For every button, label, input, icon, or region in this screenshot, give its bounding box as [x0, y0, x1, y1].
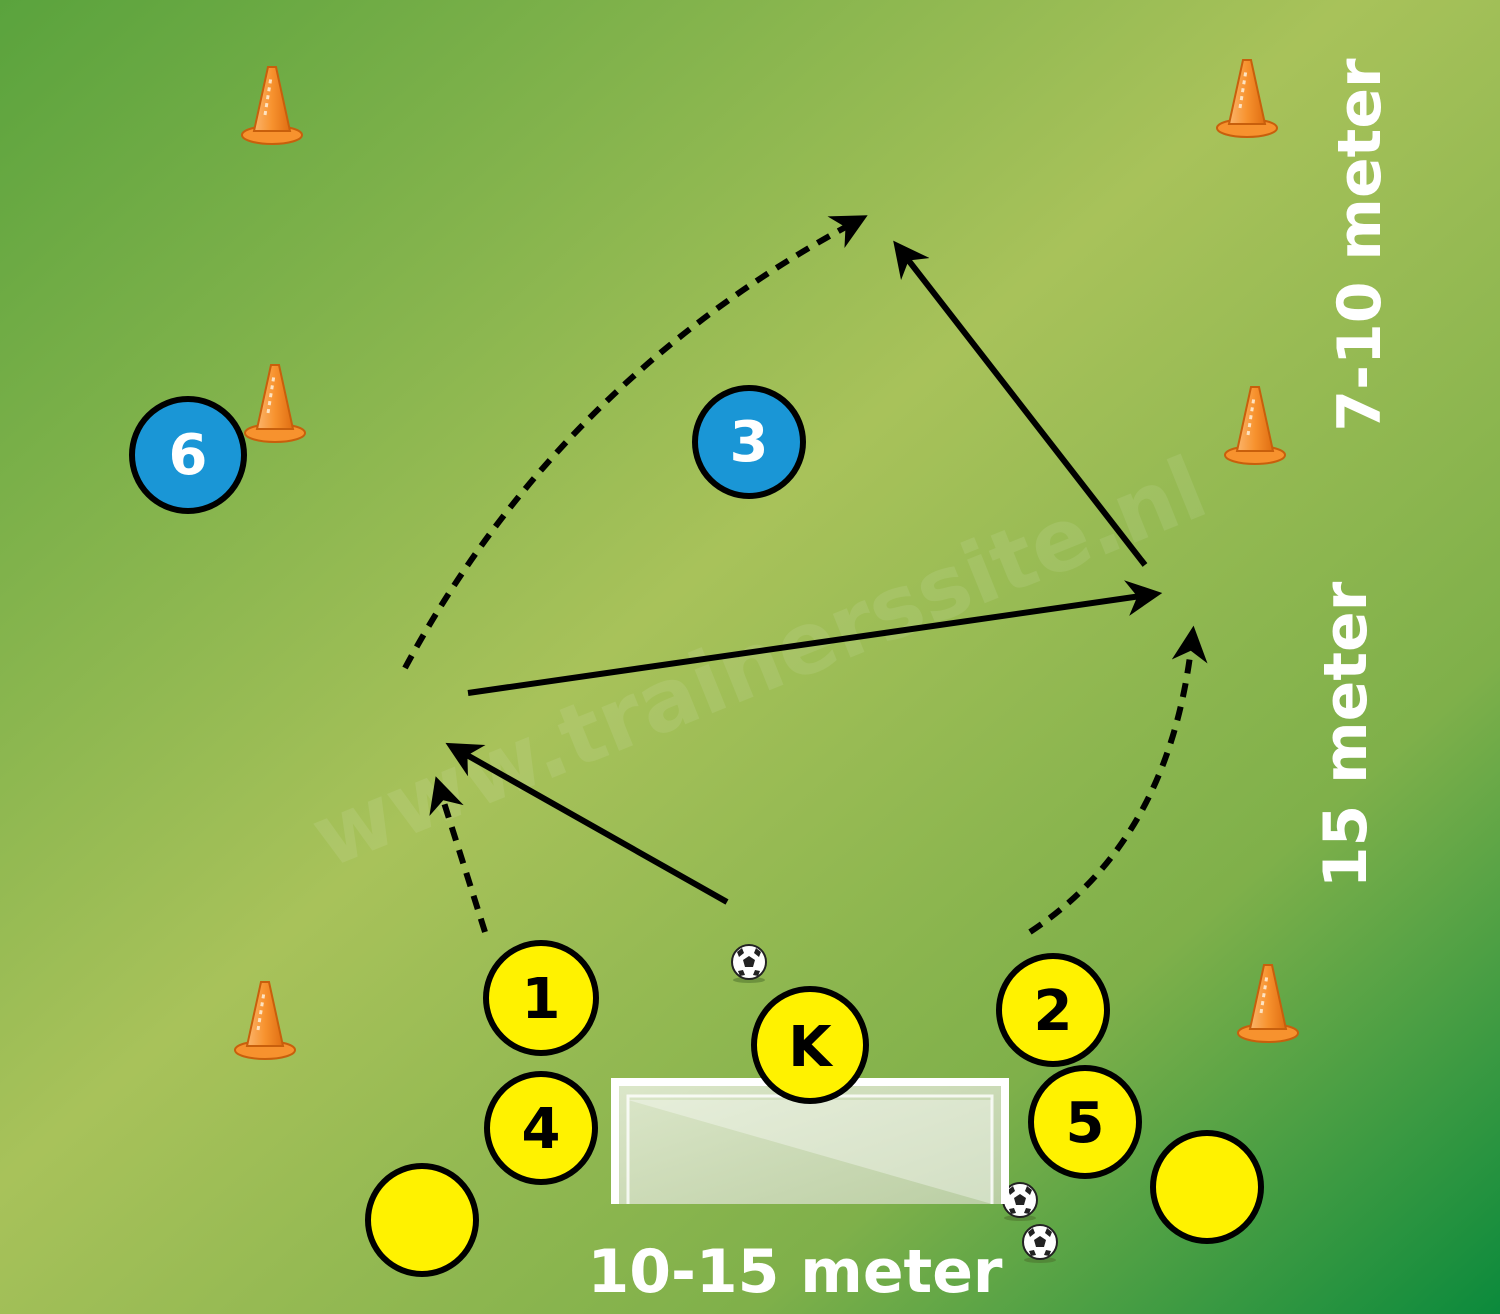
player-4: 4 [484, 1071, 598, 1185]
player-waiting-left [365, 1163, 479, 1277]
player-3: 3 [692, 385, 806, 499]
player-5: 5 [1028, 1065, 1142, 1179]
pass-arrow-across [467, 580, 1163, 696]
svg-text:3: 3 [730, 410, 769, 475]
dimension-label-length: 15 meter [1311, 581, 1381, 888]
svg-text:K: K [788, 1015, 834, 1080]
dimension-label-width: 10-15 meter [588, 1237, 1003, 1307]
svg-text:6: 6 [169, 423, 208, 488]
player-waiting-right [1150, 1130, 1264, 1244]
pass-arrow-up [893, 240, 1148, 567]
dimension-label-zone: 7-10 meter [1325, 58, 1395, 432]
run-arrow-left [402, 215, 868, 670]
svg-text:4: 4 [522, 1097, 561, 1162]
svg-text:1: 1 [522, 967, 561, 1032]
svg-text:2: 2 [1034, 979, 1073, 1044]
run-arrow-player1 [429, 776, 488, 933]
player-6: 6 [129, 396, 247, 514]
pass-arrow-keeper [445, 742, 729, 905]
player-1: 1 [483, 940, 599, 1056]
player-2: 2 [996, 953, 1110, 1067]
svg-text:5: 5 [1066, 1091, 1105, 1156]
run-arrow-right [1028, 625, 1208, 935]
keeper: K [751, 986, 869, 1104]
